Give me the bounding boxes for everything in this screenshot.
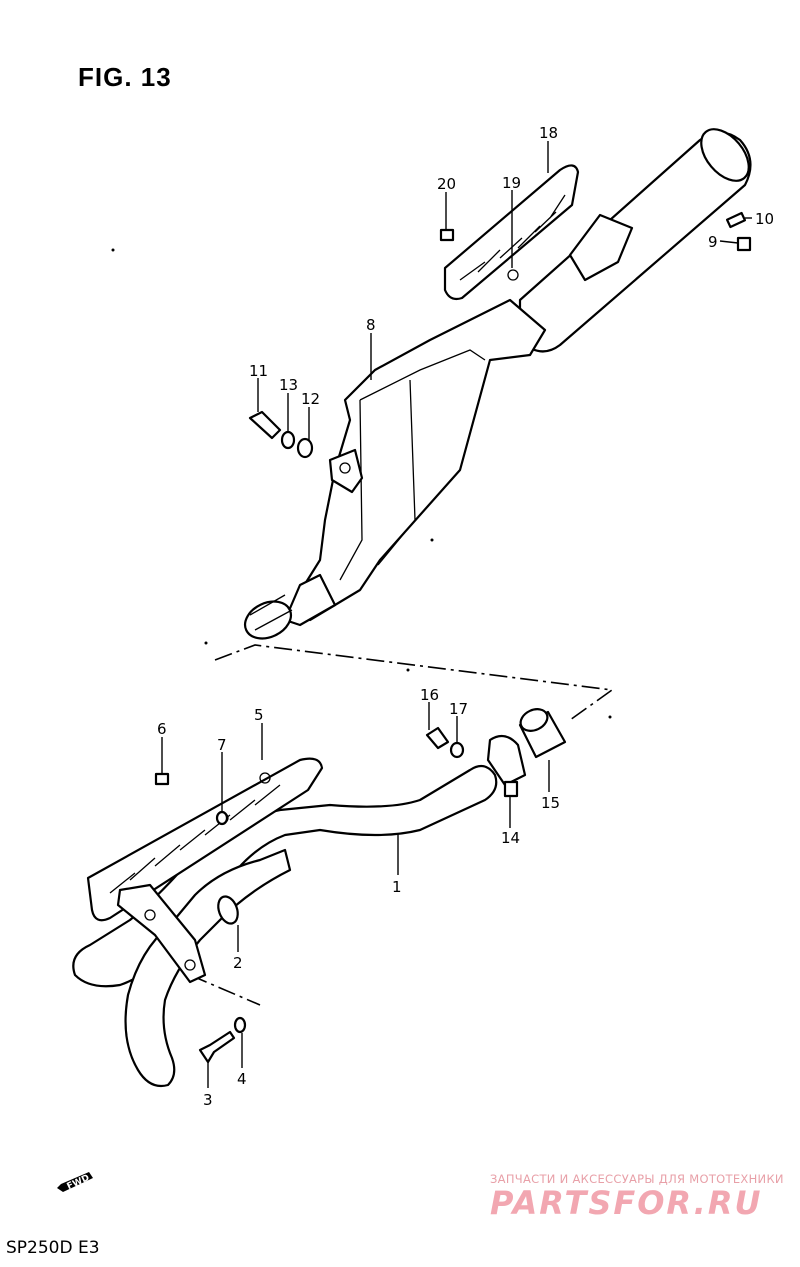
bolt-16-icon [425, 726, 450, 750]
callout-18: 18 [539, 124, 558, 142]
callout-14: 14 [501, 829, 520, 847]
nut-9-icon [736, 236, 752, 252]
figure-title: FIG. 13 [78, 62, 172, 92]
callout-20: 20 [437, 175, 456, 193]
flange-connection-line [189, 974, 261, 1006]
callout-17: 17 [449, 700, 468, 718]
washer-10-icon [725, 211, 747, 229]
model-code: SP250D E3 [6, 1238, 100, 1258]
callout-19: 19 [502, 174, 521, 192]
callout-10: 10 [755, 210, 774, 228]
bolt-11-icon [248, 410, 282, 440]
callout-13: 13 [279, 376, 298, 394]
callout-1: 1 [392, 878, 402, 896]
washer-7-icon [215, 810, 229, 826]
washer-12-icon [296, 437, 314, 459]
bolt-6-icon [154, 772, 170, 786]
callout-12: 12 [301, 390, 320, 408]
callout-7: 7 [217, 736, 227, 754]
assembly-connection-line [214, 644, 615, 721]
callout-8: 8 [366, 316, 376, 334]
clamp-nut-icon [503, 780, 519, 798]
bolt-3-icon [198, 1030, 236, 1064]
forward-arrow-icon: FWD [57, 1172, 93, 1192]
fwd-label: FWD [66, 1173, 92, 1192]
leader-lines [161, 141, 752, 1088]
callout-3: 3 [203, 1091, 213, 1109]
washer-13-icon [280, 430, 296, 450]
gasket-2-icon [217, 895, 239, 925]
muffler-assembly [243, 128, 752, 640]
watermark-tagline: ЗАПЧАСТИ И АКСЕССУАРЫ ДЛЯ МОТОТЕХНИКИ [490, 1172, 784, 1186]
exhaust-pipe-assembly [72, 708, 567, 1088]
callout-labels: 1 2 3 4 5 6 7 8 9 10 11 13 12 14 15 16 1… [157, 124, 774, 1109]
callout-11: 11 [249, 362, 268, 380]
callout-5: 5 [254, 706, 264, 724]
callout-16: 16 [420, 686, 439, 704]
watermark-logo: PARTSFOR.RU [490, 1184, 763, 1222]
nut-4-icon [233, 1016, 247, 1034]
callout-9: 9 [708, 233, 718, 251]
callout-2: 2 [233, 954, 243, 972]
callout-6: 6 [157, 720, 167, 738]
callout-15: 15 [541, 794, 560, 812]
washer-17-icon [449, 741, 465, 759]
bolt-20-icon [439, 228, 455, 242]
callout-4: 4 [237, 1070, 247, 1088]
